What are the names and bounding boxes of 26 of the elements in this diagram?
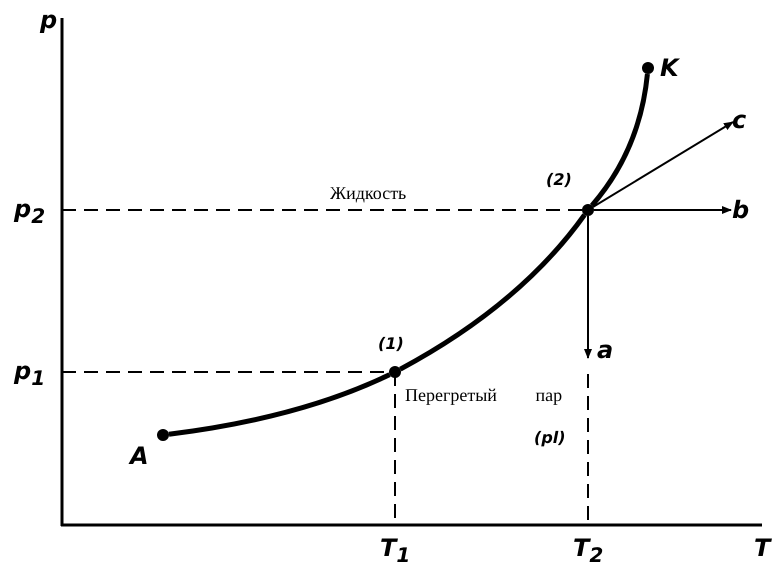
point-label: (2) — [546, 172, 572, 188]
arrow — [592, 121, 734, 208]
phase-curve — [399, 213, 586, 372]
point-marker — [642, 62, 654, 74]
point-marker — [582, 204, 594, 216]
axis-label: p — [40, 8, 58, 32]
axis-label: T — [754, 536, 770, 560]
tick-label: p$_{1}$ — [14, 359, 46, 388]
region-label: Перегретый пар — [405, 386, 562, 404]
region-label: Жидкость — [330, 184, 406, 202]
direction-label: c — [732, 108, 746, 132]
tick-label: T$_{1}$ — [380, 536, 410, 565]
phase-curve — [590, 74, 650, 208]
phase-curve — [168, 372, 391, 437]
direction-label: b — [732, 198, 750, 222]
direction-label: a — [597, 338, 614, 362]
tick-label: T$_{2}$ — [573, 536, 604, 565]
arrow — [594, 206, 732, 214]
arrow — [584, 216, 592, 359]
line-label: (pl) — [534, 430, 566, 446]
point-label: (1) — [378, 336, 404, 352]
point-label: K — [660, 56, 679, 80]
point-marker — [157, 429, 169, 441]
point-label: A — [130, 444, 149, 468]
tick-label: p$_{2}$ — [14, 197, 46, 226]
point-marker — [389, 366, 401, 378]
